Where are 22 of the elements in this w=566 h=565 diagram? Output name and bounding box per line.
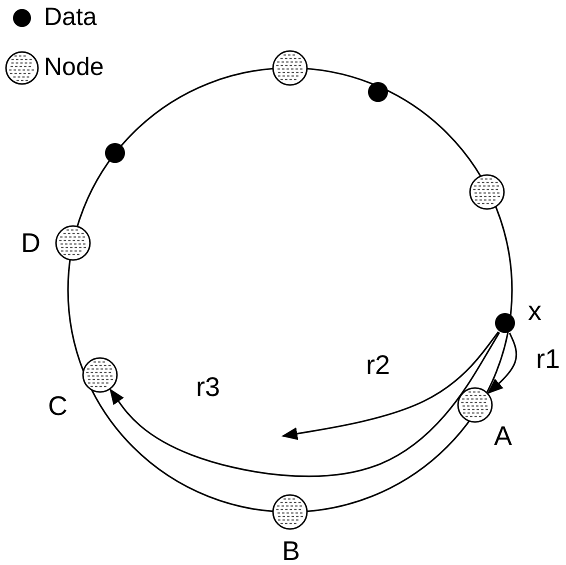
node-label: B bbox=[282, 536, 300, 565]
node-circle bbox=[469, 174, 505, 210]
arrow bbox=[281, 331, 500, 440]
node-circle bbox=[272, 50, 308, 86]
data-dot bbox=[367, 81, 389, 103]
node-label: A bbox=[494, 421, 512, 451]
node-circle bbox=[272, 494, 308, 530]
arrow bbox=[109, 332, 500, 477]
edge-label: r2 bbox=[366, 350, 390, 380]
node-circle bbox=[457, 387, 493, 423]
edge-label: r1 bbox=[536, 344, 560, 374]
node-circle bbox=[55, 225, 91, 261]
node-label: C bbox=[48, 391, 68, 421]
node-circle bbox=[82, 357, 118, 393]
node-label: D bbox=[21, 228, 40, 258]
edge-label: r3 bbox=[196, 372, 220, 402]
arrow bbox=[487, 332, 518, 394]
data-dot bbox=[494, 312, 516, 334]
legend-text: Node bbox=[44, 53, 104, 81]
data-dot bbox=[104, 142, 126, 164]
legend-text: Data bbox=[44, 3, 97, 31]
node-label: x bbox=[528, 296, 542, 326]
